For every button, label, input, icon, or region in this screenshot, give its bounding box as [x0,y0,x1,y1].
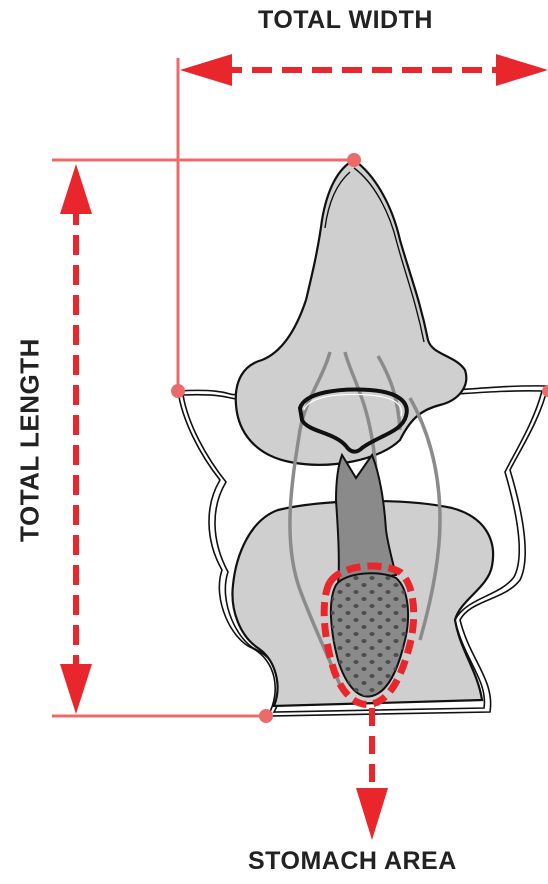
total-width-arrow [180,54,548,86]
stomach-area-arrow [356,708,388,840]
total-width-label: TOTAL WIDTH [258,6,433,35]
total-length-label: TOTAL LENGTH [15,338,46,542]
stomach-area-label: STOMACH AREA [248,847,457,876]
head-shape [236,160,467,465]
total-length-arrow [60,164,92,714]
